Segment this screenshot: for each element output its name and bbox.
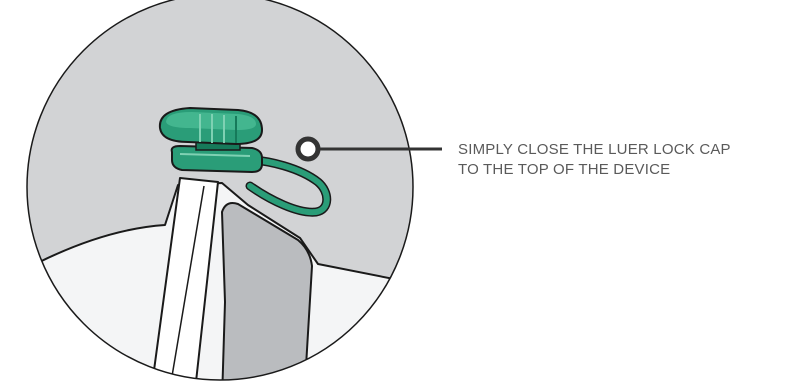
magnifier-outline: [26, 0, 414, 381]
callout-line-2: TO THE TOP OF THE DEVICE: [458, 161, 671, 178]
callout-label: SIMPLY CLOSE THE LUER LOCK CAP TO THE TO…: [458, 140, 788, 180]
device-tube: [149, 177, 219, 380]
callout-line-1: SIMPLY CLOSE THE LUER LOCK CAP: [458, 141, 731, 158]
cap-lower-ring: [170, 144, 263, 174]
device-panel: [221, 202, 313, 380]
luer-lock-cap: [158, 106, 332, 217]
callout-marker: [295, 136, 321, 162]
